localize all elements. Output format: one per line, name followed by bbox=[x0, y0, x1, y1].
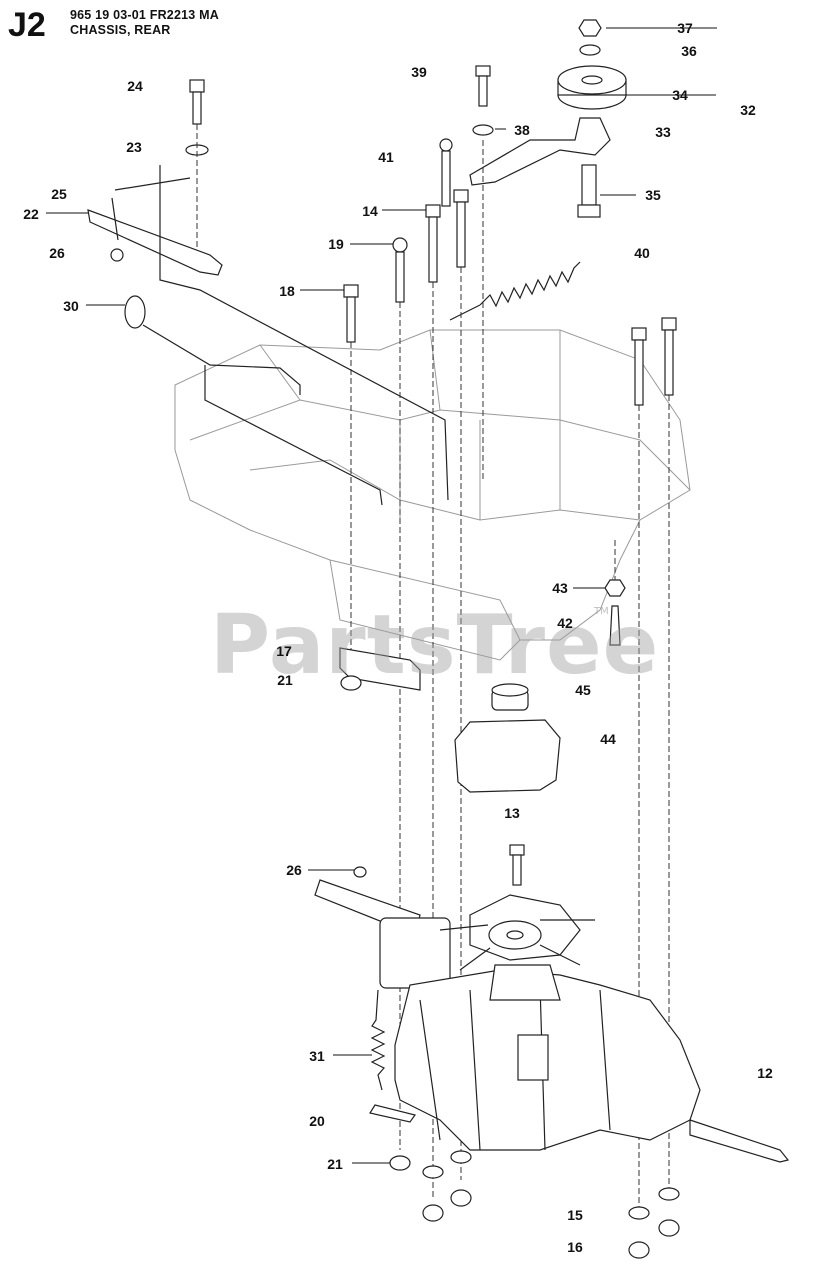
callout-label: 42 bbox=[557, 615, 573, 631]
callout-label: 39 bbox=[411, 64, 427, 80]
lever-rod-30 bbox=[124, 295, 383, 506]
nut-16-rear-left bbox=[628, 1241, 650, 1259]
bolt-24 bbox=[189, 79, 205, 125]
section-code: J2 bbox=[8, 6, 46, 44]
bolt-39-shank bbox=[478, 75, 488, 107]
nut-26-lower bbox=[353, 866, 367, 878]
pulley-34 bbox=[557, 65, 627, 110]
spring-31 bbox=[370, 989, 386, 1091]
callout-label: 22 bbox=[23, 206, 39, 222]
callout-label: 30 bbox=[63, 298, 79, 314]
callout-label: 26 bbox=[286, 862, 302, 878]
bolt-41-head bbox=[439, 138, 453, 152]
callout-label: 33 bbox=[655, 124, 671, 140]
callout-label: 20 bbox=[309, 1113, 325, 1129]
rear-bolt-left-head bbox=[631, 327, 647, 341]
callout-label: 16 bbox=[567, 1239, 583, 1255]
leader-lines bbox=[46, 27, 717, 1164]
reservoir-44 bbox=[454, 719, 561, 793]
bolt-14b-shank bbox=[456, 201, 466, 268]
bolt-19-head bbox=[392, 237, 408, 253]
callout-label: 31 bbox=[309, 1048, 325, 1064]
callout-label: 21 bbox=[327, 1156, 343, 1172]
nut-16-mid bbox=[450, 1189, 472, 1207]
section-name: CHASSIS, REAR bbox=[70, 23, 171, 37]
callout-label: 35 bbox=[645, 187, 661, 203]
callout-label: 41 bbox=[378, 149, 394, 165]
bolt-18-head bbox=[343, 284, 359, 298]
rear-bolt-right-head bbox=[661, 317, 677, 331]
watermark-trademark: TM bbox=[594, 606, 609, 617]
callout-label: 25 bbox=[51, 186, 67, 202]
callout-label: 45 bbox=[575, 682, 591, 698]
bracket-20 bbox=[369, 1104, 417, 1123]
rear-bolt-left-shank bbox=[634, 339, 644, 406]
washer-15-rear-right bbox=[658, 1187, 680, 1201]
bolt-18-shank bbox=[346, 296, 356, 343]
linkage-rod bbox=[159, 165, 449, 501]
nut-26-upper bbox=[110, 248, 124, 262]
nut-21-upper bbox=[340, 675, 362, 691]
bolt-35 bbox=[577, 164, 601, 218]
nut-16-rear-right bbox=[658, 1219, 680, 1237]
callout-label: 19 bbox=[328, 236, 344, 252]
bolt-14b-head bbox=[453, 189, 469, 203]
callout-label: 21 bbox=[277, 672, 293, 688]
nut-21-lower bbox=[389, 1155, 411, 1171]
callout-label: 24 bbox=[127, 78, 143, 94]
washer-36 bbox=[579, 44, 601, 56]
spring-40 bbox=[479, 261, 581, 308]
callout-label: 36 bbox=[681, 43, 697, 59]
callout-label: 43 bbox=[552, 580, 568, 596]
callout-label: 26 bbox=[49, 245, 65, 261]
callout-label: 32 bbox=[740, 102, 756, 118]
bolt-41-shank bbox=[441, 150, 451, 207]
callout-label: 14 bbox=[362, 203, 378, 219]
callout-label: 23 bbox=[126, 139, 142, 155]
washer-15-mid bbox=[450, 1150, 472, 1164]
callout-label: 37 bbox=[677, 20, 693, 36]
washer-15-rear-left bbox=[628, 1206, 650, 1220]
callout-label: 34 bbox=[672, 87, 688, 103]
rod-25 bbox=[111, 177, 191, 241]
idler-arm-33 bbox=[469, 117, 611, 186]
callout-label: 12 bbox=[757, 1065, 773, 1081]
transaxle-13 bbox=[314, 844, 790, 1163]
bolt-14-shank bbox=[428, 216, 438, 283]
callout-label: 40 bbox=[634, 245, 650, 261]
rear-bolt-right-shank bbox=[664, 329, 674, 396]
cap-45 bbox=[491, 683, 529, 711]
bolt-19-shank bbox=[395, 251, 405, 303]
callout-label: 38 bbox=[514, 122, 530, 138]
bolt-14-head bbox=[425, 204, 441, 218]
bracket-22 bbox=[87, 209, 223, 276]
pin-42 bbox=[609, 605, 621, 646]
nut-43 bbox=[604, 579, 626, 597]
washer-15-left bbox=[422, 1165, 444, 1179]
watermark: PartsTree bbox=[210, 598, 660, 693]
nut-37 bbox=[578, 19, 602, 37]
callout-label: 13 bbox=[504, 805, 520, 821]
callout-label: 17 bbox=[276, 643, 292, 659]
nut-16-left bbox=[422, 1204, 444, 1222]
washer-38 bbox=[472, 124, 494, 136]
bolt-39-head bbox=[475, 65, 491, 77]
callout-label: 18 bbox=[279, 283, 295, 299]
callout-label: 15 bbox=[567, 1207, 583, 1223]
callout-label: 44 bbox=[600, 731, 616, 747]
part-number-line: 965 19 03-01 FR2213 MA bbox=[70, 8, 219, 22]
